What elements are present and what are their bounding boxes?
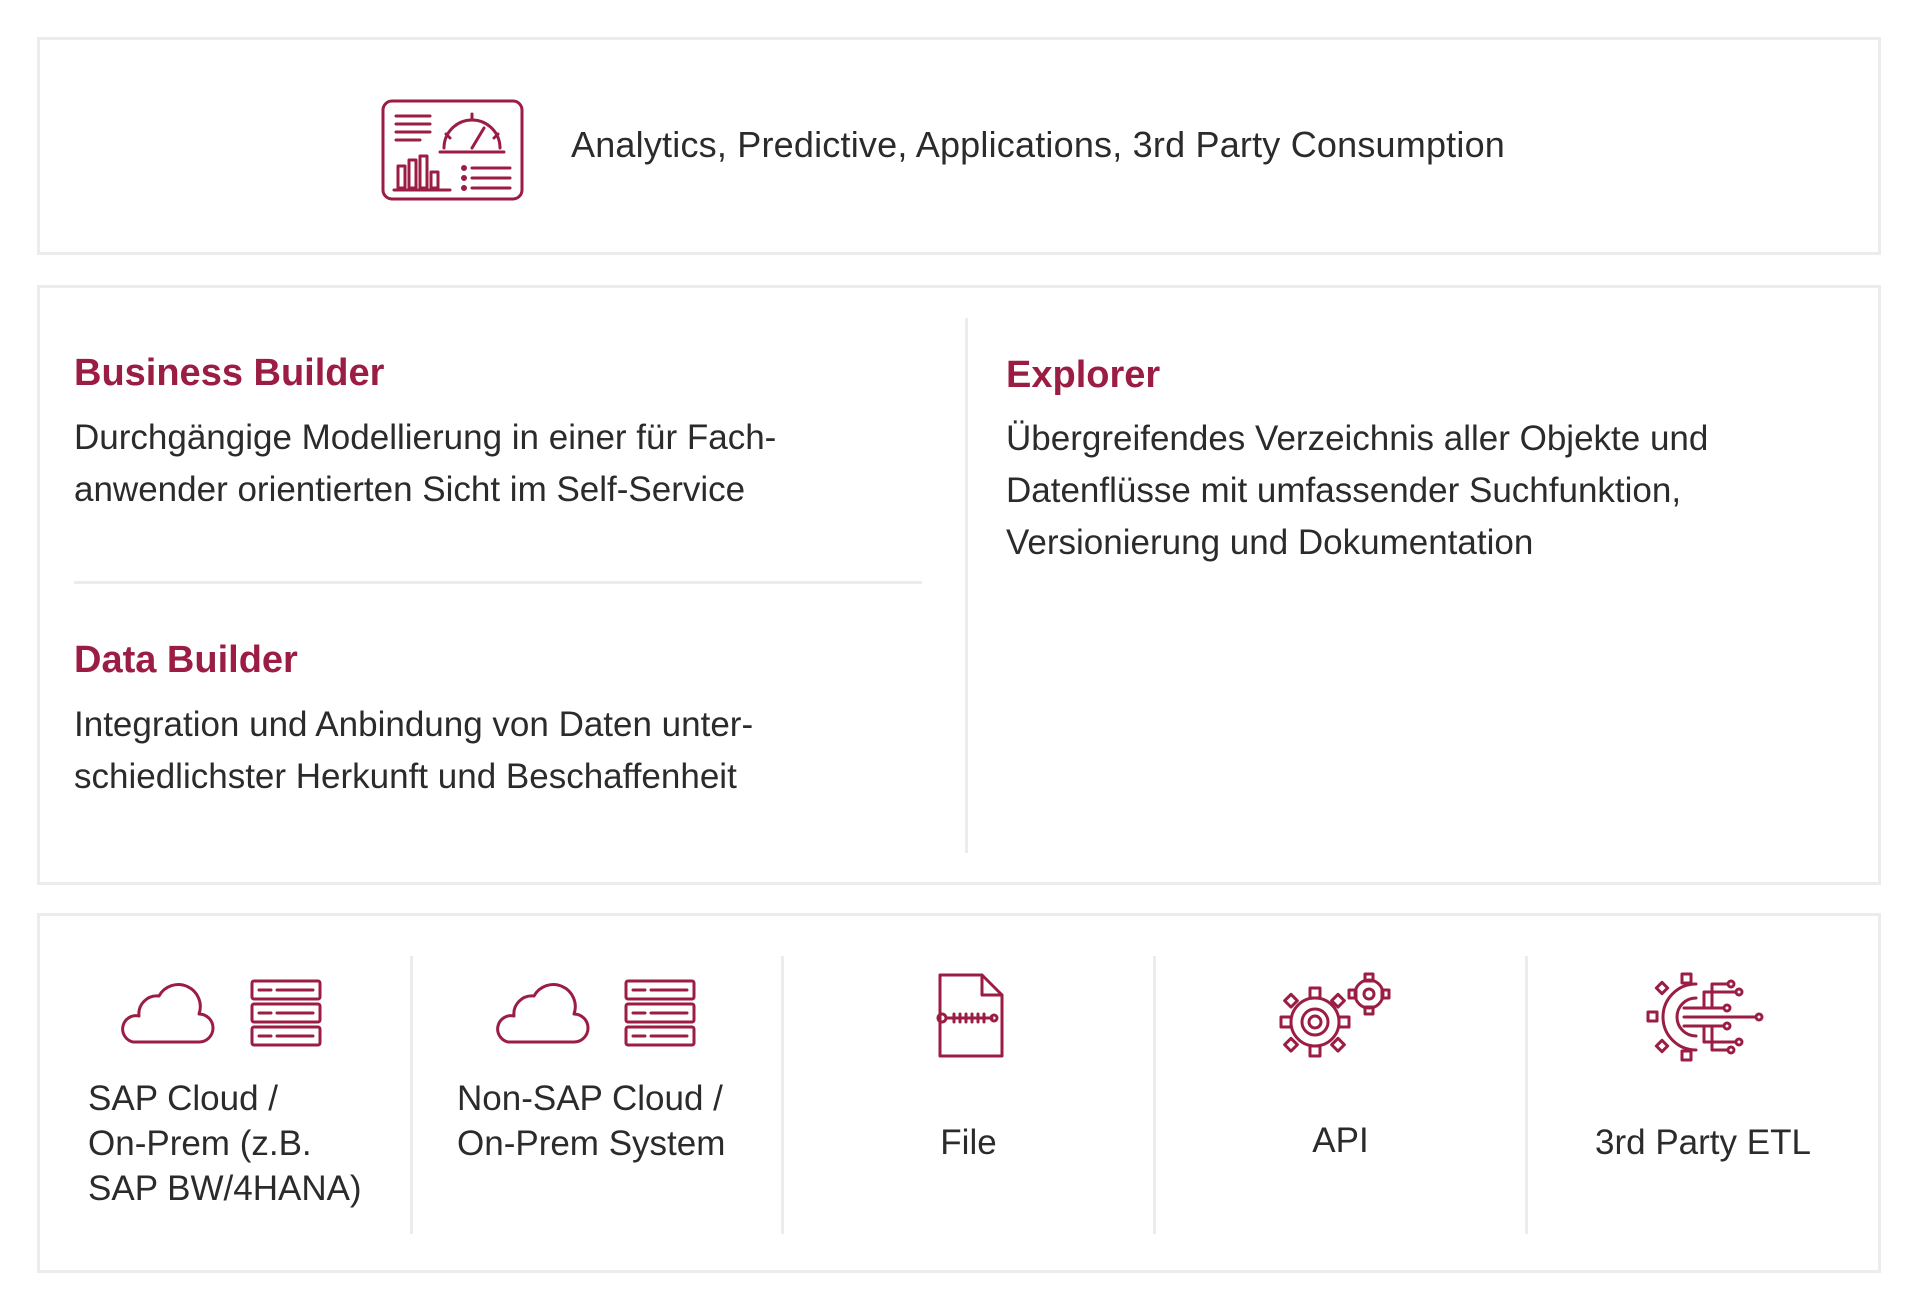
source-divider	[1153, 956, 1156, 1234]
source-label: Non-SAP Cloud / On-Prem System	[457, 1076, 725, 1166]
data-builder-description: Integration und Anbindung von Daten unte…	[74, 699, 753, 803]
data-builder-description-line: Integration und Anbindung von Daten unte…	[74, 705, 754, 744]
source-label-line: Non-SAP Cloud /	[457, 1079, 723, 1118]
explorer-description-line: Versionierung und Dokumentation	[1006, 523, 1534, 562]
source-label: File	[784, 1120, 1153, 1165]
source-label: API	[1156, 1118, 1525, 1163]
business-builder-description-line: anwender orientierten Sicht im Self-Serv…	[74, 470, 746, 509]
server-icon	[624, 979, 696, 1047]
source-label-line: On-Prem (z.B.	[88, 1124, 312, 1163]
consumption-panel: Analytics, Predictive, Applications, 3rd…	[37, 37, 1881, 255]
source-label-line: 3rd Party ETL	[1595, 1123, 1811, 1162]
source-label: 3rd Party ETL	[1528, 1120, 1878, 1165]
source-label: SAP Cloud / On-Prem (z.B. SAP BW/4HANA)	[88, 1076, 362, 1211]
sources-panel: SAP Cloud / On-Prem (z.B. SAP BW/4HANA) …	[37, 913, 1881, 1273]
data-builder-title: Data Builder	[74, 639, 298, 681]
source-3rd-party-etl: 3rd Party ETL	[1528, 916, 1878, 1270]
file-icon	[936, 973, 1004, 1058]
source-label-line: On-Prem System	[457, 1124, 726, 1163]
source-divider	[781, 956, 784, 1234]
explorer-description-line: Übergreifendes Verzeichnis aller Objekte…	[1006, 419, 1709, 458]
source-sap-cloud: SAP Cloud / On-Prem (z.B. SAP BW/4HANA)	[40, 916, 410, 1270]
consumption-label: Analytics, Predictive, Applications, 3rd…	[571, 124, 1506, 165]
cloud-icon	[496, 983, 590, 1044]
explorer-title: Explorer	[1006, 354, 1161, 396]
cloud-icon	[121, 983, 215, 1044]
business-builder-description: Durchgängige Modellierung in einer für F…	[74, 412, 776, 516]
analytics-dashboard-icon	[381, 99, 524, 201]
source-label-line: File	[940, 1123, 997, 1162]
source-divider	[1525, 956, 1528, 1234]
gears-icon	[1279, 972, 1391, 1058]
source-label-line: SAP BW/4HANA)	[88, 1169, 362, 1208]
explorer-description: Übergreifendes Verzeichnis aller Objekte…	[1006, 413, 1708, 569]
server-icon	[250, 979, 322, 1047]
section-divider	[74, 581, 922, 584]
explorer-description-line: Datenflüsse mit umfassender Suchfunktion…	[1006, 471, 1682, 510]
etl-gear-circuit-icon	[1646, 972, 1764, 1062]
business-builder-description-line: Durchgängige Modellierung in einer für F…	[74, 418, 777, 457]
column-divider	[965, 318, 968, 853]
source-label-line: SAP Cloud /	[88, 1079, 279, 1118]
source-api: API	[1156, 916, 1525, 1270]
data-builder-description-line: schiedlichster Herkunft und Beschaffenhe…	[74, 757, 737, 796]
modeling-panel: Business Builder Durchgängige Modellieru…	[37, 285, 1881, 885]
business-builder-title: Business Builder	[74, 352, 385, 394]
source-non-sap-cloud: Non-SAP Cloud / On-Prem System	[413, 916, 781, 1270]
source-divider	[410, 956, 413, 1234]
source-file: File	[784, 916, 1153, 1270]
source-label-line: API	[1312, 1121, 1369, 1160]
